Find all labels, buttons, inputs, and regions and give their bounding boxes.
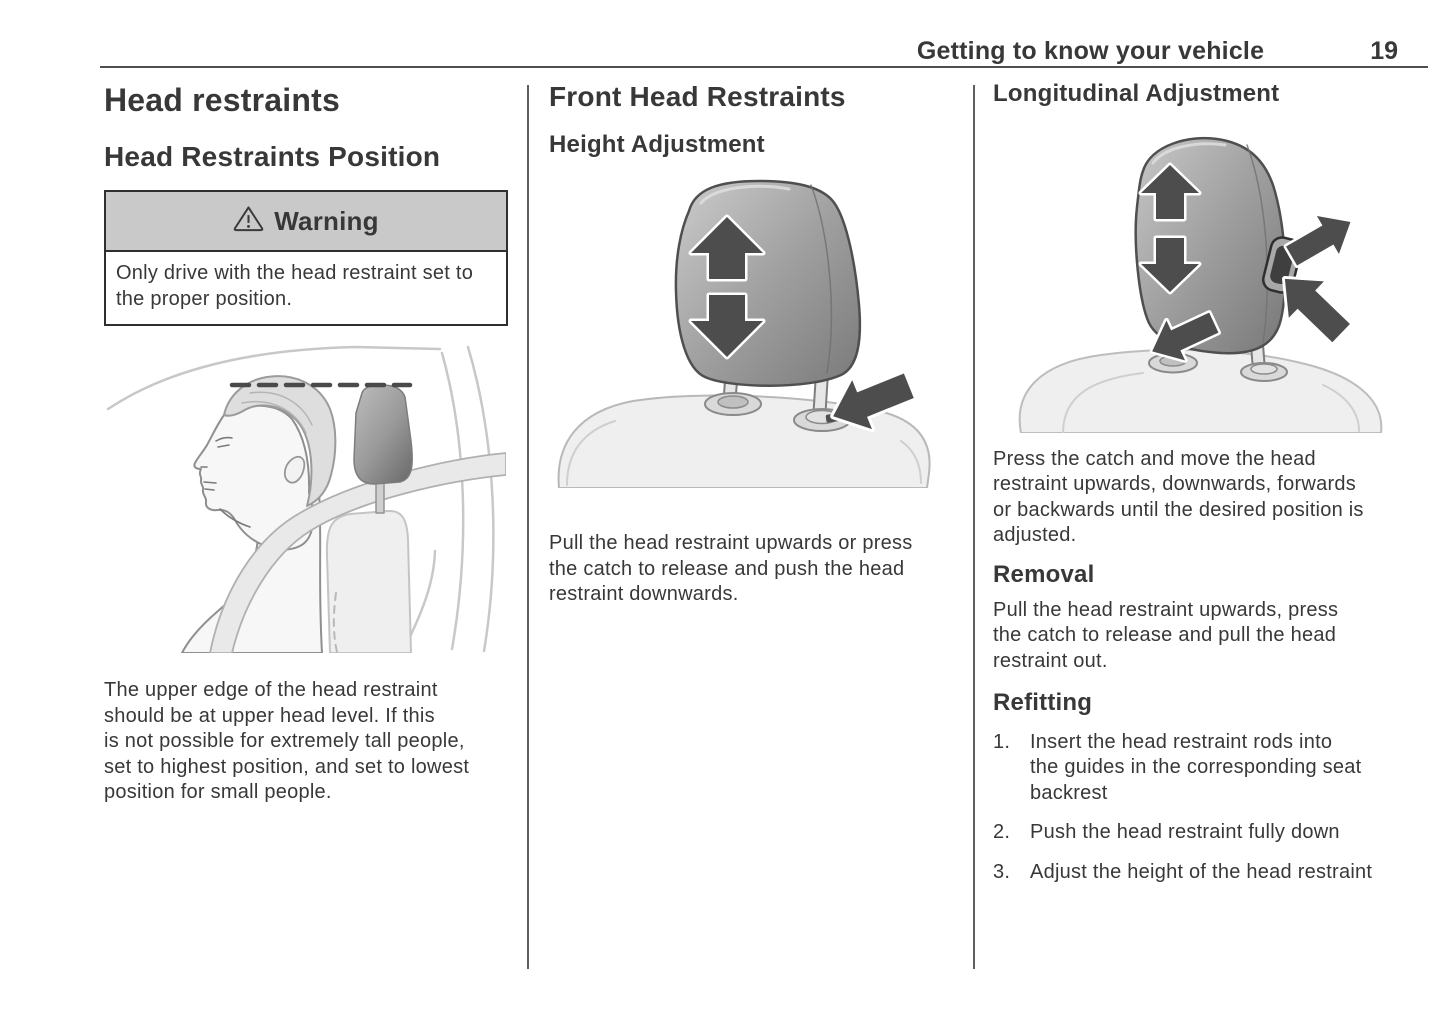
- column-left: Head restraints Head Restraints Position…: [104, 80, 518, 806]
- restraint-post: [375, 481, 385, 515]
- refitting-step: 1. Insert the head restraint rods into t…: [993, 730, 1429, 807]
- header-section-title: Getting to know your vehicle: [916, 37, 1265, 65]
- column-divider-left: [527, 85, 529, 969]
- header-page-number: 19: [1370, 37, 1398, 65]
- removal-paragraph: Pull the head restraint upwards, press t…: [993, 598, 1339, 672]
- up-arrow-icon: [688, 214, 766, 282]
- section-title-front-head-restraints: Front Head Restraints: [549, 81, 846, 112]
- head-position-figure: [104, 341, 518, 658]
- warning-box-header: Warning: [106, 192, 506, 253]
- height-adjustment-paragraph: Pull the head restraint upwards or press…: [549, 532, 913, 606]
- seat-back: [325, 510, 412, 655]
- person-face-features: [200, 437, 251, 529]
- step-number: 2.: [993, 821, 1011, 844]
- head-restraint: [674, 180, 862, 388]
- column-divider-right: [973, 85, 975, 969]
- warning-title: Warning: [274, 205, 379, 236]
- column-middle: Front Head Restraints Height Adjustment: [549, 80, 951, 608]
- warning-triangle-icon: [233, 205, 264, 238]
- press-catch-arrow-icon: [1281, 275, 1353, 345]
- step-text: Insert the head restraint rods into the …: [1030, 730, 1362, 804]
- position-paragraph: The upper edge of the head restraint sho…: [104, 679, 470, 804]
- warning-box: Warning Only drive with the head restrai…: [104, 190, 508, 327]
- person-ear: [283, 456, 306, 484]
- refitting-list: 1. Insert the head restraint rods into t…: [993, 730, 1429, 886]
- step-text: Adjust the height of the head restraint: [1030, 860, 1373, 883]
- chapter-title: Head restraints: [104, 82, 340, 118]
- removal-title: Removal: [993, 560, 1095, 588]
- person-hair: [223, 375, 337, 508]
- column-right: Longitudinal Adjustment: [993, 80, 1429, 899]
- step-text: Push the head restraint fully down: [1030, 821, 1340, 844]
- refitting-title: Refitting: [993, 689, 1093, 717]
- longitudinal-paragraph: Press the catch and move the head restra…: [993, 447, 1364, 547]
- height-adjustment-figure: [549, 173, 951, 493]
- backward-arrow-icon: [1283, 213, 1353, 268]
- subsection-title-longitudinal-adjustment: Longitudinal Adjustment: [993, 80, 1280, 107]
- subsection-title-height-adjustment: Height Adjustment: [549, 130, 765, 158]
- forward-arrow-icon: [1149, 309, 1221, 363]
- warning-body-text: Only drive with the head restraint set t…: [116, 262, 474, 310]
- down-arrow-icon: [688, 292, 766, 360]
- page-header: Getting to know your vehicle 19: [100, 34, 1428, 68]
- step-number: 1.: [993, 730, 1011, 753]
- longitudinal-adjustment-figure: [993, 123, 1429, 438]
- catch-pointer-arrow-icon: [830, 370, 917, 433]
- refitting-step: 2. Push the head restraint fully down: [993, 820, 1429, 846]
- down-arrow-icon: [1138, 235, 1202, 295]
- refitting-step: 3. Adjust the height of the head restrai…: [993, 860, 1429, 886]
- seat-top: [1018, 348, 1383, 434]
- up-arrow-icon: [1138, 162, 1202, 222]
- section-title-head-restraints-position: Head Restraints Position: [104, 140, 441, 172]
- step-number: 3.: [993, 860, 1011, 883]
